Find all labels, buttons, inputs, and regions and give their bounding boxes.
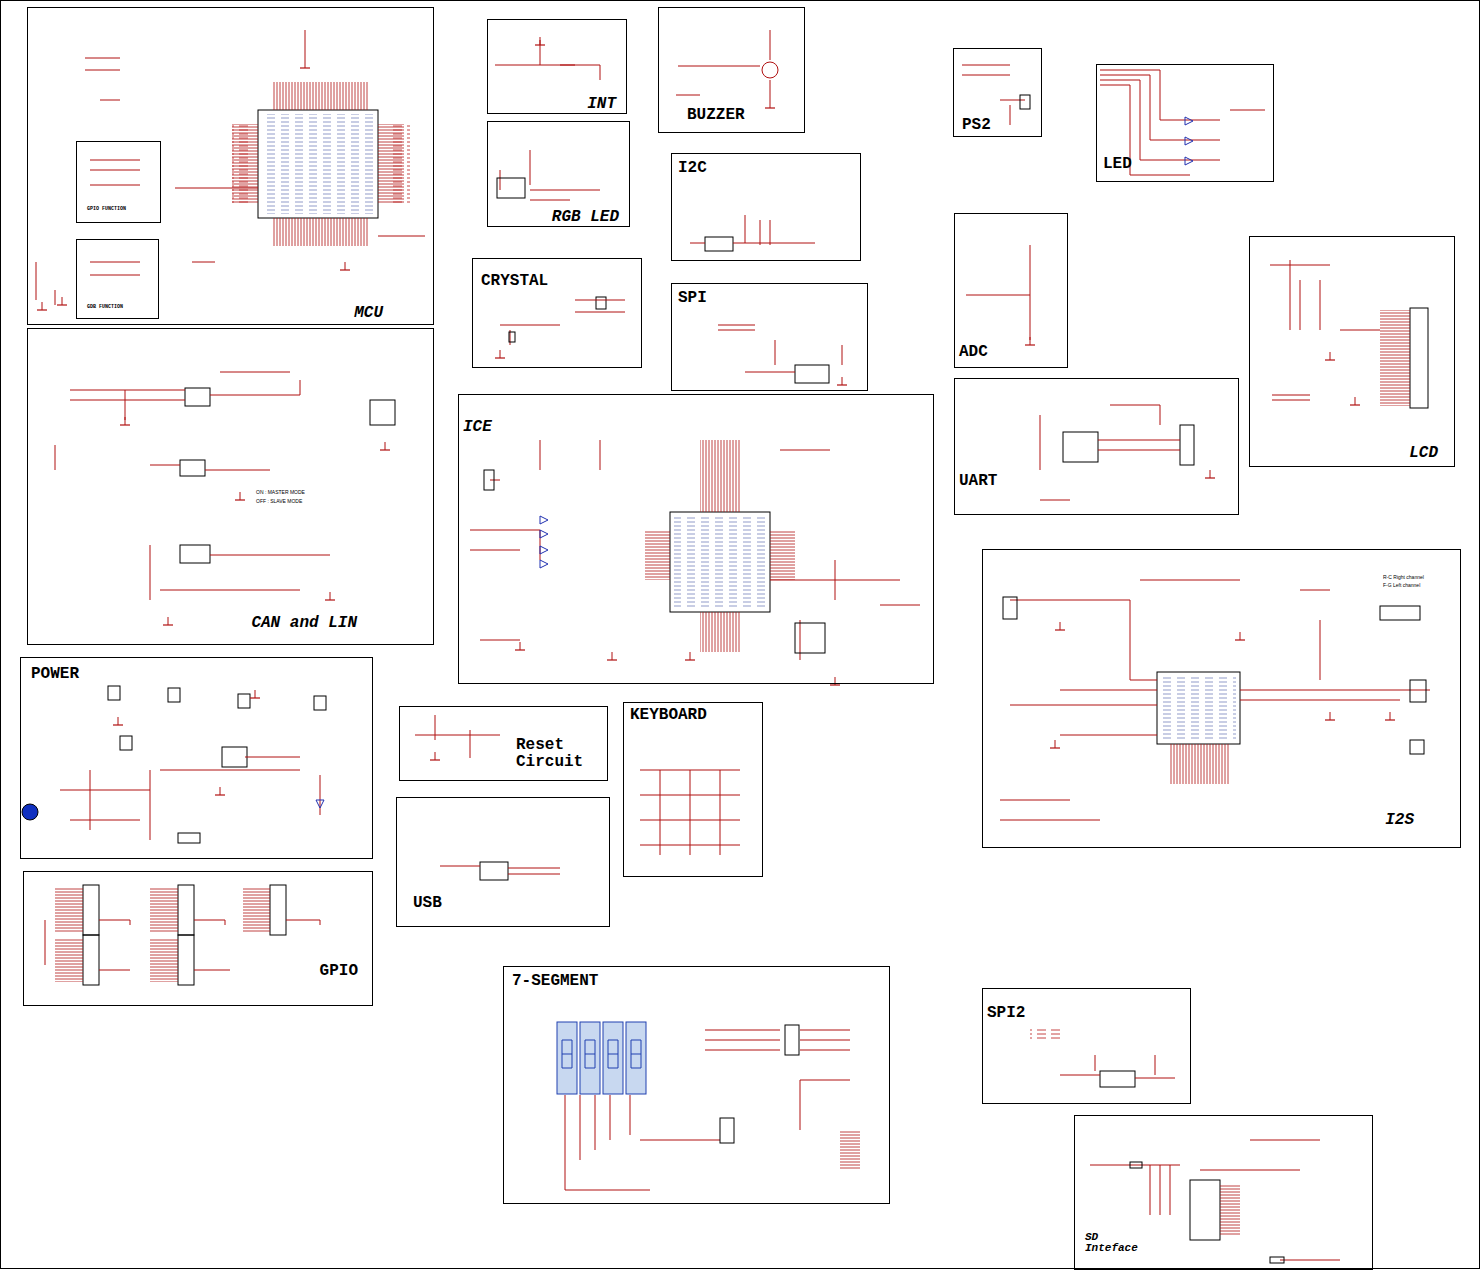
section-title: INT (587, 96, 616, 113)
section-box: CAN and LIN (27, 328, 434, 645)
section-title: SD Inteface (1085, 1232, 1155, 1255)
section-title: KEYBOARD (630, 707, 707, 724)
section-title: ADC (959, 344, 988, 361)
section-box: LCD (1249, 236, 1455, 467)
section-title: GPIO FUNCTION (87, 207, 126, 212)
section-box: POWER (20, 657, 373, 859)
section-title: I2S (1385, 812, 1414, 829)
section-title: GPIO (320, 963, 358, 980)
section-title: UART (959, 473, 997, 490)
section-box: SPI2 (982, 988, 1191, 1104)
note-text: OFF : SLAVE MODE (256, 499, 302, 504)
section-title: PS2 (962, 117, 991, 134)
section-title: POWER (31, 666, 79, 683)
section-title: CRYSTAL (481, 273, 548, 290)
section-title: RGB LED (552, 209, 619, 226)
section-box: CRYSTAL (472, 258, 642, 368)
section-title: SPI (678, 290, 707, 307)
note-text: ON : MASTER MODE (256, 490, 305, 495)
section-title: BUZZER (687, 107, 745, 124)
section-box: 7-SEGMENT (503, 966, 890, 1204)
section-box: Reset Circuit (399, 706, 608, 781)
section-box: ICE (458, 394, 934, 684)
section-title: MCU (354, 305, 383, 322)
section-box: I2S (982, 549, 1461, 848)
section-title: SPI2 (987, 1005, 1025, 1022)
note-text: F-G Left channel (1383, 583, 1420, 588)
section-title: 7-SEGMENT (512, 973, 598, 990)
section-title: CAN and LIN (251, 615, 357, 632)
section-box: GPIO FUNCTION (76, 141, 161, 223)
section-box: GDB FUNCTION (76, 239, 159, 319)
note-text: R-C Right channel (1383, 575, 1424, 580)
section-title: LCD (1409, 445, 1438, 462)
section-box: PS2 (953, 48, 1042, 137)
section-title: LED (1103, 156, 1132, 173)
section-title: USB (413, 895, 442, 912)
section-title: I2C (678, 160, 707, 177)
section-box: USB (396, 797, 610, 927)
section-box: MCU GPIO FUNCTION GDB FUNCTION (27, 7, 434, 325)
section-box: INT (487, 19, 627, 114)
section-title: GDB FUNCTION (87, 305, 123, 310)
section-title: ICE (463, 419, 492, 436)
section-box: RGB LED (487, 121, 630, 227)
section-box: KEYBOARD (623, 702, 763, 877)
section-box: SD Inteface (1074, 1115, 1373, 1270)
section-box: UART (954, 378, 1239, 515)
section-box: GPIO (23, 871, 373, 1006)
section-box: ADC (954, 213, 1068, 368)
section-box: BUZZER (658, 7, 805, 133)
section-box: I2C (671, 153, 861, 261)
section-title: Reset Circuit (516, 737, 606, 771)
section-box: SPI (671, 283, 868, 391)
section-box: LED (1096, 64, 1274, 182)
